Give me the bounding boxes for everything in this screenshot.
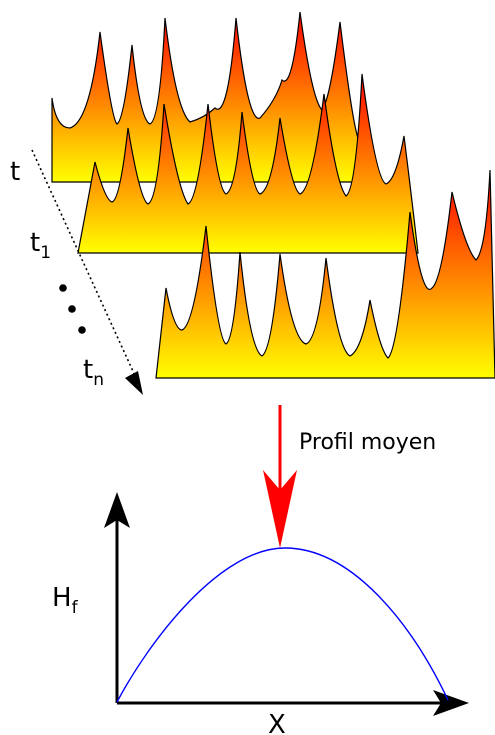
mean-profile-curve (116, 547, 449, 703)
time-axis-arrowhead (125, 371, 143, 395)
y-axis-label: Hf (52, 583, 79, 618)
time-label-t1: t1 (30, 228, 51, 263)
flame-profile-tn (155, 169, 495, 379)
time-label-t: t (10, 157, 20, 187)
profil-moyen-label: Profil moyen (299, 430, 436, 455)
flame-profile-t1 (77, 73, 419, 254)
profile-axes (104, 492, 469, 716)
y-axis-arrowhead (104, 492, 130, 528)
ellipsis-dots (59, 284, 86, 334)
average-arrow (263, 405, 297, 548)
time-label-tn: tn (83, 355, 104, 390)
time-axis (31, 149, 143, 395)
x-axis-label: X (268, 710, 286, 735)
x-axis-arrowhead (433, 690, 469, 716)
